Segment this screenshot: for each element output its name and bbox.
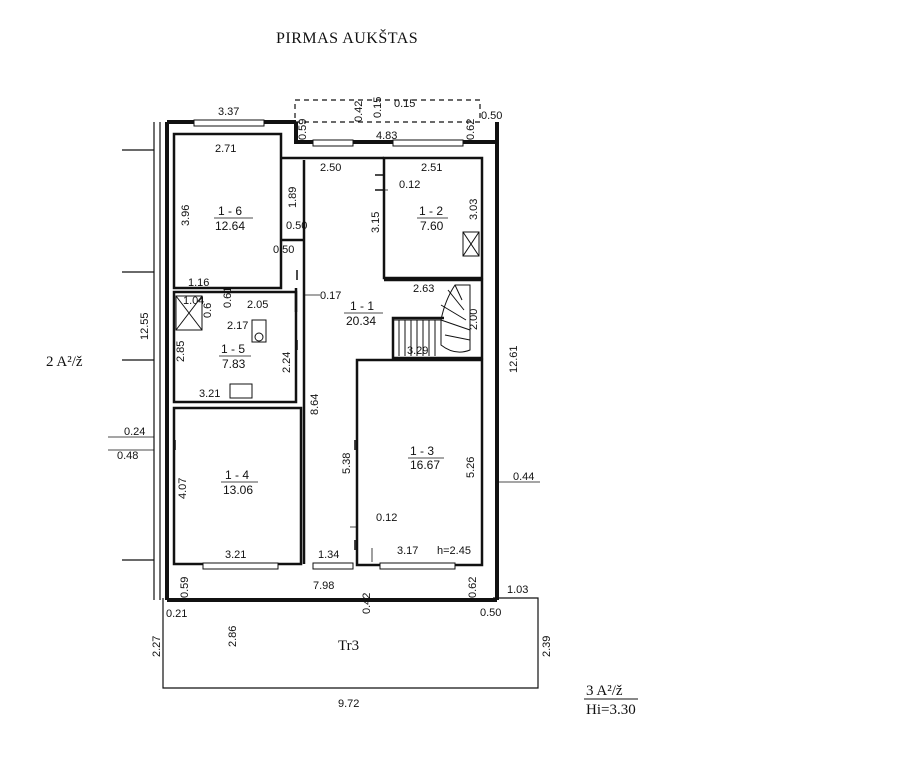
dim-text: 2.17 [227,320,248,332]
dim-text: 4.83 [376,130,397,142]
room-height: h=2.45 [437,545,471,557]
terrace-label: Tr3 [338,638,359,654]
floor-ref-left: 2 A²/ž [46,354,83,370]
dim-text: 8.64 [309,394,321,415]
dim-text: 3.15 [370,212,382,233]
dim-text: 5.26 [465,457,477,478]
dim-text: 3.37 [218,106,239,118]
dim-text: 0.50 [273,244,294,256]
dim-text: 0.59 [179,577,191,598]
dim-text: 0.12 [399,179,420,191]
dim-text: 5.38 [341,453,353,474]
room-id: 1 - 4 [225,468,249,482]
dim-text: 2.05 [247,299,268,311]
bathroom-fixtures [175,231,480,399]
dim-text: 0.12 [376,512,397,524]
room-id: 1 - 5 [221,342,245,356]
dim-text: 1.03 [507,584,528,596]
dim-text: 0.62 [465,119,477,140]
staircase [393,284,471,356]
dim-text: 12.55 [139,312,151,340]
room-id: 1 - 1 [350,299,374,313]
dim-text: 1.34 [318,549,339,561]
room-area: 12.64 [215,219,245,233]
dimension-labels: 3.37 4.83 0.15 0.15 0.42 0.59 0.62 0.50 … [117,97,553,710]
floor-ref-right: 3 A²/ž [586,683,623,699]
room-area: 7.83 [222,357,246,371]
room-area: 13.06 [223,483,253,497]
dim-text: 0.59 [297,119,309,140]
room-area: 16.67 [410,458,440,472]
dim-text: 0.42 [353,101,365,122]
dim-text: 4.07 [177,478,189,499]
terrace-outline [162,99,539,689]
room-id: 1 - 3 [410,444,434,458]
page-title: PIRMAS AUKŠTAS [276,30,419,47]
dim-text: 3.29 [407,345,428,357]
dim-text: 3.96 [180,205,192,226]
dim-text: 2.39 [541,636,553,657]
dim-text: 2.71 [215,143,236,155]
dim-text: 9.72 [338,698,359,710]
dim-text: 2.85 [175,341,187,362]
room-area: 7.60 [420,219,444,233]
dim-text: 2.86 [227,626,239,647]
dim-text: 0.44 [513,471,534,483]
dim-text: 2.27 [151,636,163,657]
dim-text: 2.24 [281,352,293,373]
dim-text: 0.24 [124,426,145,438]
dim-text: 0.21 [166,608,187,620]
dim-text: 2.50 [320,162,341,174]
dim-text: 0.50 [481,110,502,122]
dim-text: 2.51 [421,162,442,174]
windows [193,119,464,570]
height-note: Hi=3.30 [586,702,636,718]
room-area: 20.34 [346,314,376,328]
dim-text: 0.17 [320,290,341,302]
dim-text: 1.16 [188,277,209,289]
dim-text: 3.21 [225,549,246,561]
dim-text: 0.50 [480,607,501,619]
dim-text: 3.17 [397,545,418,557]
exterior-walls-thin [122,122,161,600]
dim-text: 2.00 [468,309,480,330]
dim-text: 0.48 [117,450,138,462]
exterior-walls [165,120,499,602]
dim-text: 0.15 [394,98,415,110]
dim-text: 1.89 [287,187,299,208]
dim-text: 7.98 [313,580,334,592]
dimension-lines [108,189,540,562]
dim-text: 0.15 [372,97,384,118]
dim-text: 0.62 [467,577,479,598]
dim-text: 0.42 [361,593,373,614]
dim-text: 12.61 [508,345,520,373]
dim-text: 2.63 [413,283,434,295]
floor-references: 2 A²/ž Tr3 3 A²/ž Hi=3.30 [46,354,638,718]
dim-text: 3.21 [199,388,220,400]
room-id: 1 - 6 [218,204,242,218]
dim-text: 3.03 [468,199,480,220]
room-labels: 1 - 6 12.64 1 - 2 7.60 1 - 1 20.34 1 - 5… [214,204,471,557]
dim-text: 0.50 [286,220,307,232]
dim-text: 0.6 [202,303,214,318]
dim-text: 0.61 [222,287,234,308]
dim-text: 1.04 [183,295,204,307]
door-marks [174,174,385,550]
room-id: 1 - 2 [419,204,443,218]
